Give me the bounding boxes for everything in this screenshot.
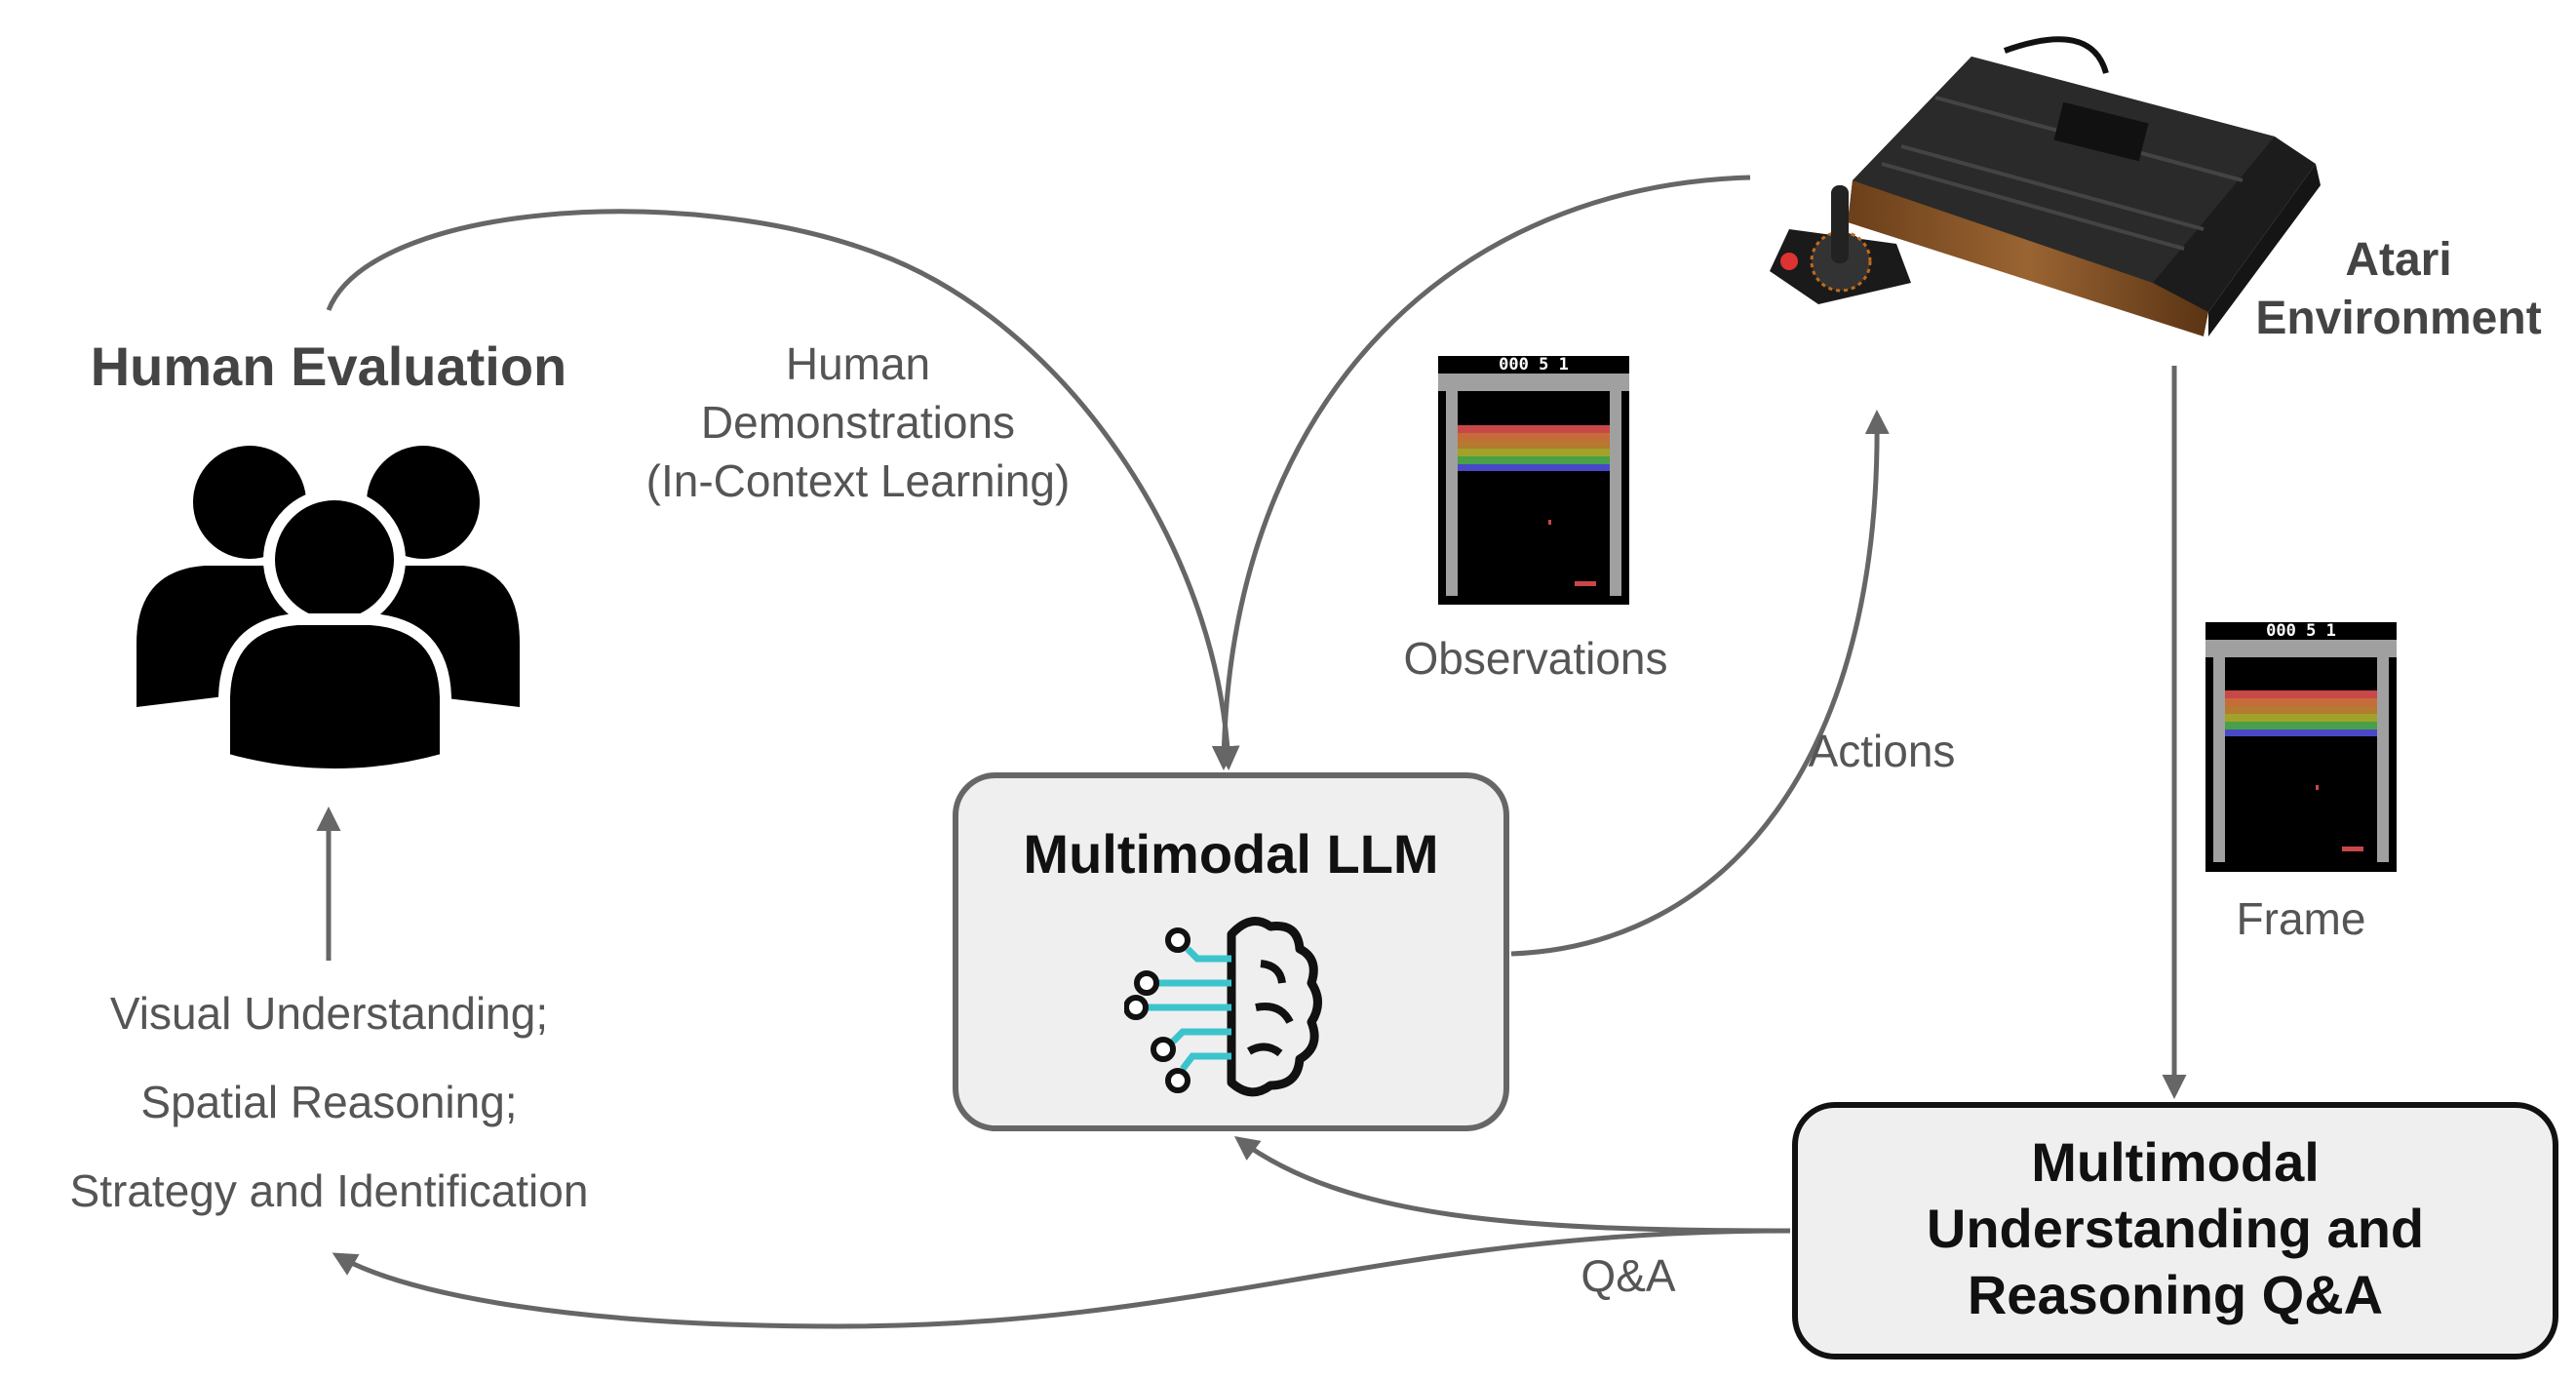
- criteria-visual-understanding: Visual Understanding;: [109, 988, 549, 1039]
- game-screen-icon: [1438, 356, 1629, 605]
- human-demonstrations-line2: Demonstrations: [700, 397, 1016, 448]
- atari-console-icon: [1770, 36, 2321, 336]
- people-group-icon: [137, 446, 520, 780]
- brain-circuit-icon: [1124, 917, 1322, 1097]
- qa-box-line3: Reasoning Q&A: [1967, 1264, 2384, 1325]
- edge-qa-to-human: [332, 1228, 1791, 1329]
- human-demonstrations-line3: (In-Context Learning): [645, 455, 1071, 506]
- atari-environment-line1: Atari: [2345, 234, 2452, 286]
- edge-environment-observations: [1211, 175, 1751, 770]
- criteria-spatial-reasoning: Spatial Reasoning;: [140, 1077, 518, 1127]
- human-demonstrations-label: Human Demonstrations (In-Context Learnin…: [566, 335, 1151, 510]
- human-demonstrations-line1: Human: [785, 338, 931, 389]
- multimodal-llm-box: Multimodal LLM: [953, 772, 1509, 1131]
- qa-edge-label: Q&A: [1581, 1250, 1676, 1301]
- edge-qa-to-llm: [1233, 1136, 1791, 1234]
- qa-box-line2: Understanding and: [1926, 1198, 2425, 1259]
- frame-score: 000 5 1: [2266, 621, 2336, 641]
- qa-box-title: Multimodal Understanding and Reasoning Q…: [1798, 1129, 2553, 1328]
- edge-human-demonstrations: [326, 209, 1240, 770]
- observations-score: 000 5 1: [1499, 355, 1569, 374]
- atari-environment-line2: Environment: [2255, 293, 2542, 344]
- atari-environment-label: Atari Environment: [2233, 231, 2564, 348]
- human-evaluation-title: Human Evaluation: [90, 335, 567, 397]
- qa-box: Multimodal Understanding and Reasoning Q…: [1792, 1102, 2558, 1359]
- evaluation-criteria: Visual Understanding; Spatial Reasoning;…: [20, 969, 639, 1236]
- game-screen-icon: [2205, 622, 2397, 872]
- qa-box-line1: Multimodal: [2031, 1131, 2320, 1193]
- observations-label: Observations: [1403, 633, 1668, 684]
- edge-actions: [1510, 410, 1890, 957]
- actions-label: Actions: [1808, 726, 1956, 776]
- multimodal-llm-title: Multimodal LLM: [1023, 823, 1439, 885]
- frame-label: Frame: [2236, 893, 2366, 944]
- criteria-strategy-identification: Strategy and Identification: [69, 1165, 589, 1216]
